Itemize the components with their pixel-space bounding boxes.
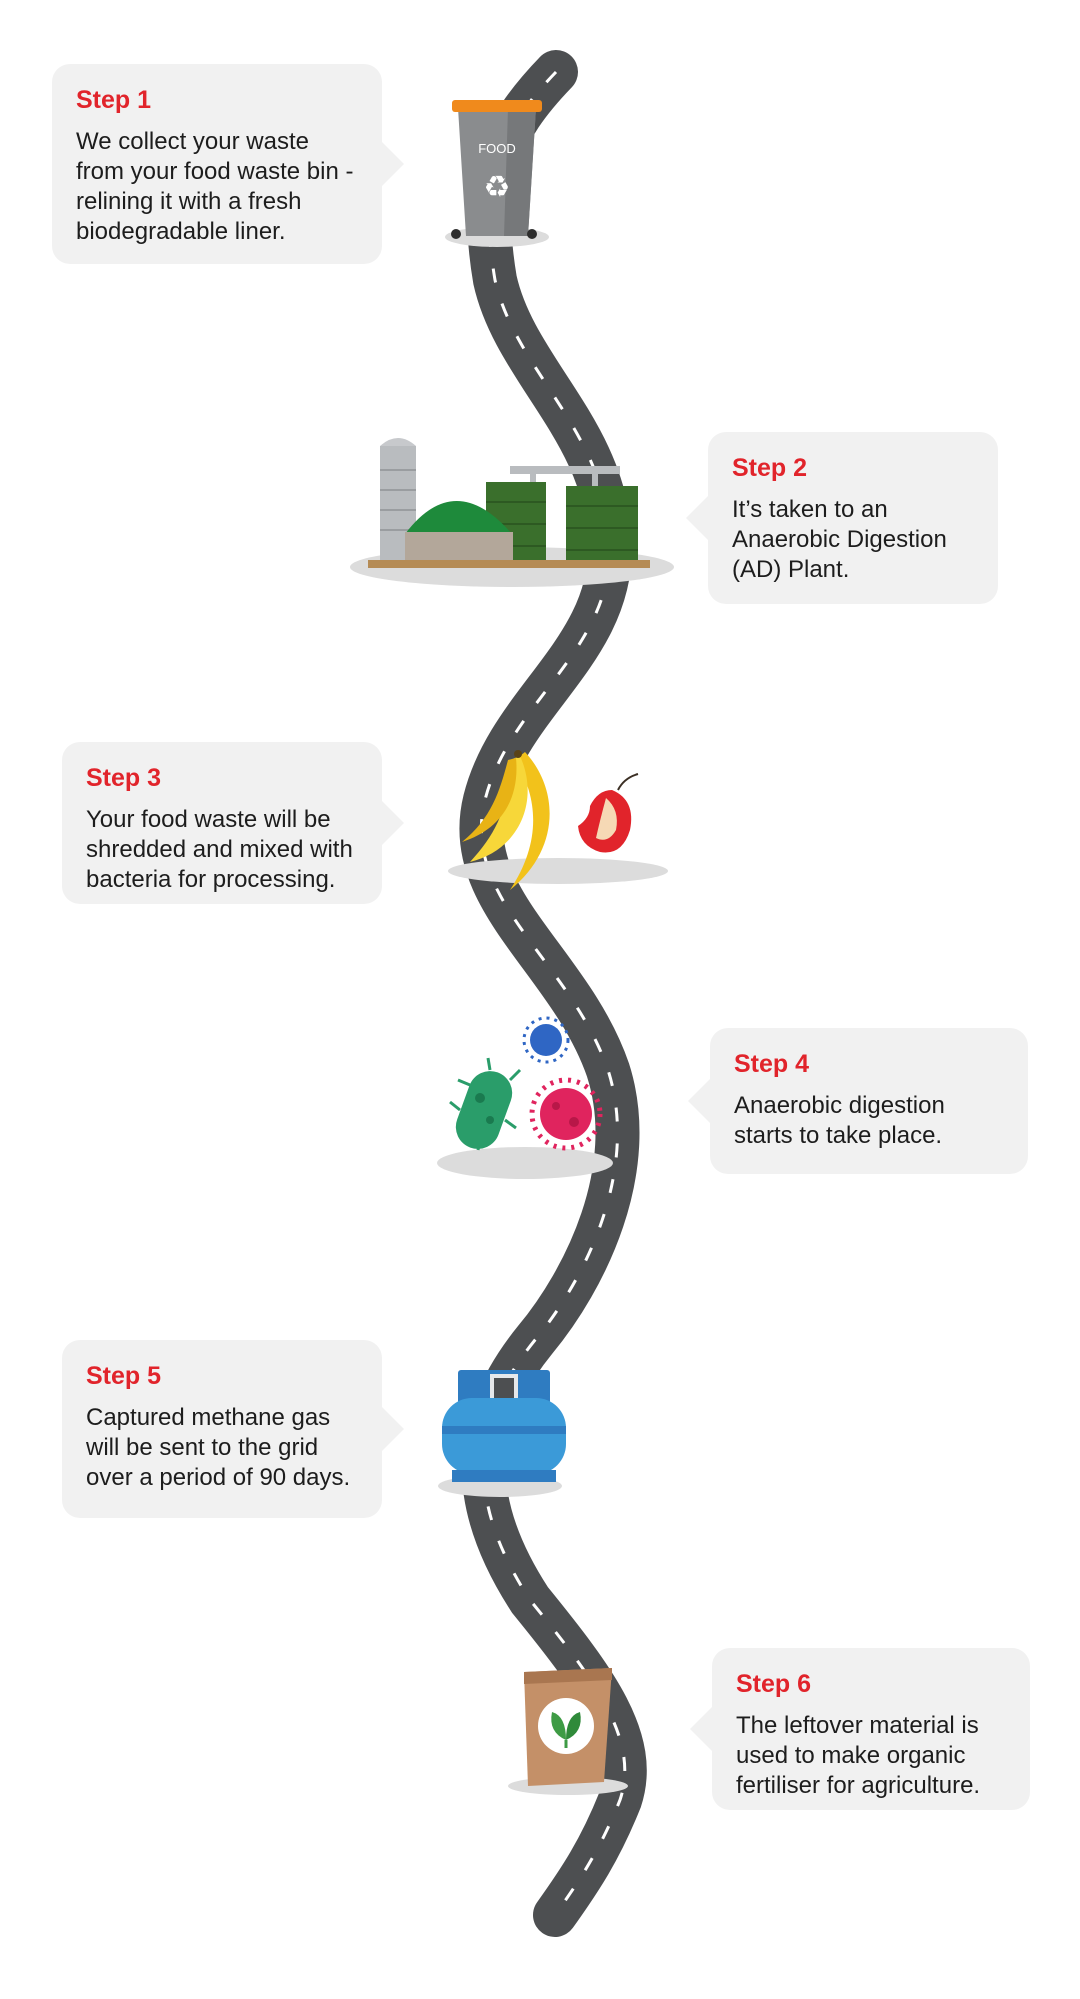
- step-4-text: Anaerobic digestion starts to take place…: [734, 1092, 945, 1149]
- step-6-text: The leftover material is used to make or…: [736, 1712, 981, 1799]
- banana-apple-icon: [462, 750, 639, 890]
- ad-plant-icon: [368, 438, 650, 568]
- winding-road: [459, 50, 647, 1937]
- bin-label: FOOD: [478, 141, 516, 156]
- step-2-card: Step 2 It’s taken to an Anaerobic Digest…: [686, 432, 998, 604]
- fertiliser-bag-icon: [524, 1668, 612, 1786]
- step-2-title: Step 2: [732, 454, 808, 482]
- step-5-card: Step 5 Captured methane gas will be sent…: [62, 1340, 404, 1518]
- step-1-card: Step 1 We collect your waste from your f…: [52, 64, 404, 264]
- step-6-card: Step 6 The leftover material is used to …: [690, 1648, 1030, 1810]
- step-2-text: It’s taken to an Anaerobic Digestion (AD…: [732, 496, 947, 583]
- food-waste-bin-icon: FOOD ♻: [451, 100, 542, 239]
- step-1-title: Step 1: [76, 86, 152, 114]
- step-6-title: Step 6: [736, 1670, 812, 1698]
- bacteria-icon: [449, 1016, 603, 1151]
- step-3-title: Step 3: [86, 764, 162, 792]
- step-3-text: Your food waste will be shredded and mix…: [86, 806, 353, 893]
- step-5-title: Step 5: [86, 1362, 162, 1390]
- step-5-text: Captured methane gas will be sent to the…: [86, 1404, 351, 1491]
- gas-cylinder-icon: [442, 1370, 566, 1482]
- step-4-title: Step 4: [734, 1050, 810, 1078]
- step-1-text: We collect your waste from your food was…: [76, 128, 354, 245]
- step-3-card: Step 3 Your food waste will be shredded …: [62, 742, 404, 904]
- recycle-icon: ♻: [484, 170, 511, 205]
- step-4-card: Step 4 Anaerobic digestion starts to tak…: [688, 1028, 1028, 1174]
